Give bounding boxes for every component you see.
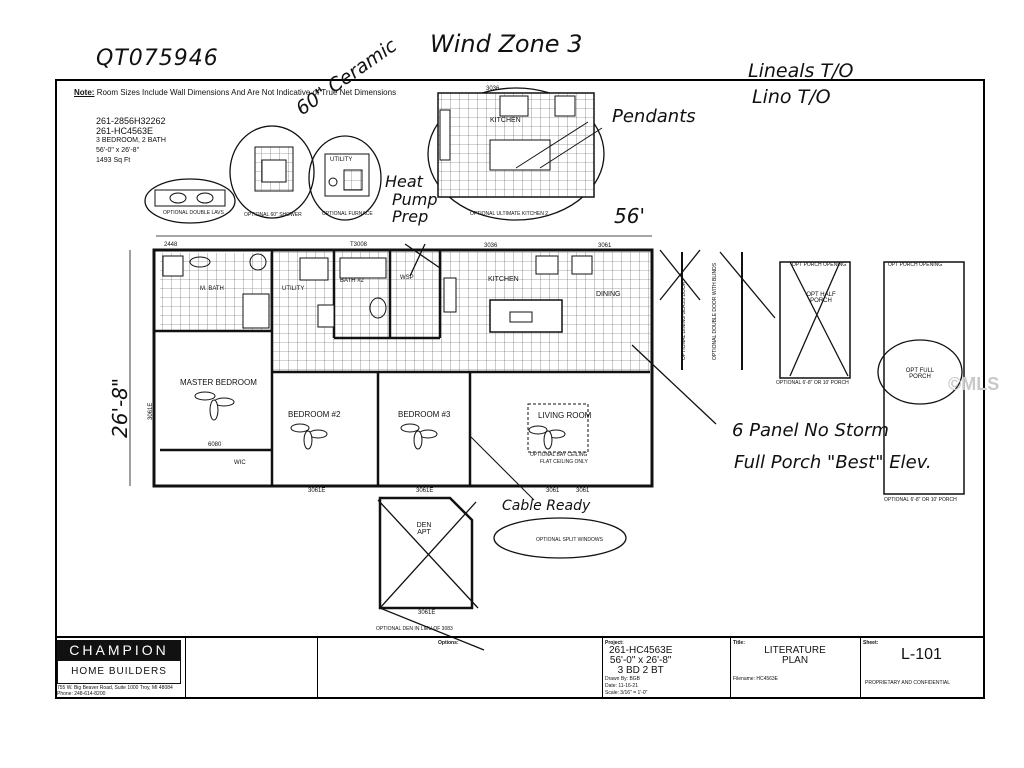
mls-watermark: ©MLS — [948, 374, 1000, 394]
dim-3061e-a: 3061E — [308, 488, 326, 494]
option-flat-ceiling: Flat Ceiling Only — [540, 459, 588, 465]
handwritten-six-panel: 6 Panel No Storm — [732, 420, 889, 441]
dim-3061e-d: 3061E — [418, 610, 436, 616]
sheet-number: L-101 — [901, 646, 942, 663]
option-full-porch-opening: Opt Porch Opening — [888, 262, 943, 268]
handwritten-wind-zone: Wind Zone 3 — [430, 30, 583, 58]
dim-3061e-b: 3061E — [416, 488, 434, 494]
option-double-lavs: Optional Double Lavs — [163, 210, 224, 216]
project-label: Project: — [605, 640, 624, 646]
dim-6080: 6080 — [208, 442, 222, 448]
note-label: Note: — [74, 88, 95, 97]
option-porch-size-2: Optional 6'-8" or 10' Porch — [884, 497, 957, 503]
option-dining-glass-door: Optional Dining Glass Door — [681, 281, 687, 360]
drawing-frame — [55, 79, 985, 699]
sheet-cell: Sheet: L-101 Proprietary and Confidentia… — [860, 638, 983, 699]
option-half-porch: Opt Half Porch — [806, 292, 836, 304]
option-60-shower: Optional 60" Shower — [244, 212, 302, 218]
room-utility: Utility — [282, 286, 305, 292]
shower-circle — [229, 125, 315, 219]
room-wic: WIC — [234, 460, 246, 466]
handwritten-prep: Prep — [392, 207, 429, 226]
model-number-1: 261-2856H32262 — [96, 116, 166, 126]
option-full-porch: Opt Full Porch — [905, 368, 935, 380]
options-label: Options: — [438, 640, 459, 646]
room-wsp: WSP — [400, 275, 414, 281]
room-master-bath: M. Bath — [200, 286, 224, 292]
optional-den — [378, 496, 474, 610]
title-block: CHAMPION HOME BUILDERS 755 W. Big Beaver… — [55, 636, 985, 699]
dim-3061e-c: 3061E — [148, 402, 154, 420]
handwritten-pump: Pump — [392, 190, 438, 209]
dim-t3008: T3008 — [350, 242, 368, 248]
room-bedroom-2: Bedroom #2 — [288, 410, 341, 419]
room-kitchen: Kitchen — [488, 276, 519, 283]
dim-kitchen2-window: 3036 — [486, 86, 500, 92]
logo-home-builders: HOME BUILDERS — [57, 660, 181, 684]
sheet-label: Sheet: — [863, 640, 879, 646]
room-utility-option: Utility — [330, 157, 353, 163]
champion-logo: CHAMPION HOME BUILDERS 755 W. Big Beaver… — [55, 638, 186, 699]
dim-3061-f: 3061 — [576, 488, 590, 494]
project-model: 261-HC4563E — [609, 645, 673, 656]
option-den: Optional Den In Lieu Of 3083 — [376, 626, 453, 632]
title-label: Title: — [733, 640, 745, 646]
handwritten-full-porch: Full Porch "Best" Elev. — [734, 452, 932, 473]
room-bath-2: Bath #2 — [340, 278, 364, 284]
option-half-porch-opening: Opt Porch Opening — [792, 262, 847, 268]
model-number-2: 261-HC4563E — [96, 126, 154, 136]
option-porch-size-1: Optional 6'-8" or 10' Porch — [776, 380, 849, 386]
dim-3061-e: 3061 — [546, 488, 560, 494]
dim-bath-window: 2448 — [164, 242, 178, 248]
option-split-windows: Optional Split Windows — [536, 537, 603, 543]
room-size-note: Note: Room Sizes Include Wall Dimensions… — [74, 88, 396, 97]
dim-dining-window: 3061 — [598, 243, 612, 249]
company-address: 755 W. Big Beaver Road, Suite 1000 Troy,… — [57, 685, 173, 697]
project-cell: Project: 261-HC4563E 56'-0" x 26'-8" 3 B… — [602, 638, 730, 699]
option-bay-ceiling: Optional Bay Ceiling — [530, 452, 588, 458]
option-double-door: Optional Double Door With Blinds — [712, 262, 718, 360]
drawing-scale: Scale: 3/16" = 1'-0" — [605, 690, 648, 696]
drawing-date: Date: 11-16-21 — [605, 683, 638, 689]
filename: Filename: HC4563E — [733, 676, 779, 682]
option-furnace: Optional Furnace — [322, 211, 373, 217]
handwritten-pendants: Pendants — [612, 106, 696, 127]
dim-kitchen-window: 3036 — [484, 243, 498, 249]
option-den-apt: Den Apt — [416, 522, 432, 536]
room-living: Living Room — [538, 411, 592, 420]
proprietary-note: Proprietary and Confidential — [865, 680, 951, 686]
title-literature: LITERATURE — [764, 645, 826, 656]
handwritten-width: 56' — [614, 204, 645, 228]
handwritten-heat: Heat — [385, 172, 423, 191]
drawn-by: Drawn By: BGB — [605, 676, 641, 682]
options-cell: Options: — [317, 638, 602, 699]
home-size: 56'-0" x 26'-8" — [96, 147, 140, 154]
handwritten-lineals: Lineals T/O — [748, 60, 854, 82]
note-text: Room Sizes Include Wall Dimensions And A… — [96, 88, 397, 97]
room-kitchen-option: Kitchen — [490, 117, 521, 124]
model-info: 261-2856H32262 261-HC4563E 3 Bedroom, 2 … — [96, 116, 166, 166]
handwritten-code: QT075946 — [96, 46, 219, 71]
project-size: 56'-0" x 26'-8" — [609, 655, 672, 666]
room-master-bedroom: Master Bedroom — [180, 378, 257, 387]
handwritten-lino: Lino T/O — [752, 86, 831, 108]
logo-champion: CHAMPION — [57, 640, 181, 660]
beds-baths: 3 Bedroom, 2 Bath — [96, 137, 166, 144]
square-feet: 1493 Sq Ft — [96, 157, 131, 164]
room-dining: Dining — [596, 291, 621, 298]
title-cell: Title: LITERATURE PLAN Filename: HC4563E — [730, 638, 860, 699]
furnace-circle — [308, 135, 382, 221]
handwritten-cable-ready: Cable Ready — [502, 498, 591, 514]
project-beds: 3 BD 2 BT — [617, 665, 664, 676]
kitchen-option-circle — [427, 87, 605, 221]
double-lavs-circle — [144, 178, 236, 224]
option-kitchen2: Optional Ultimate Kitchen 2 — [470, 211, 548, 217]
title-plan: PLAN — [781, 655, 809, 666]
room-bedroom-3: Bedroom #3 — [398, 410, 451, 419]
